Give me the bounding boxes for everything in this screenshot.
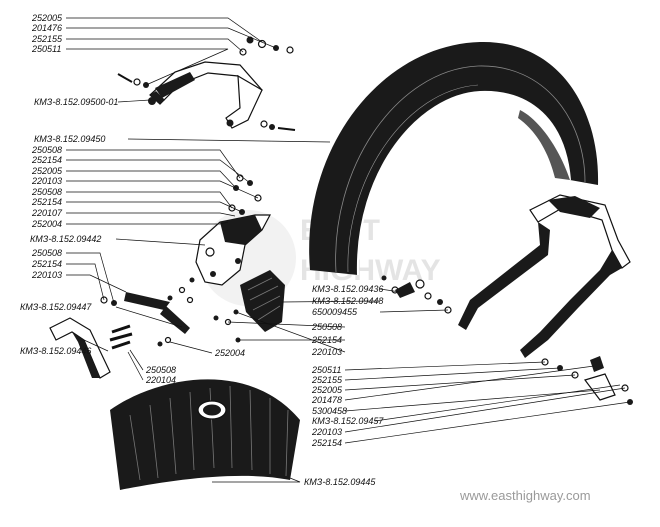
label-cr-3: 250508 [311, 322, 342, 332]
leader-lines [66, 17, 631, 483]
side-frame [458, 194, 631, 358]
label-br-6: 220103 [311, 427, 342, 437]
label-br-2: 252005 [311, 385, 343, 395]
label-low-2: 220103 [31, 270, 62, 280]
lower-brackets [49, 292, 190, 379]
label-cr-0: КМЗ-8.152.09436 [312, 284, 383, 294]
label-201476: 201476 [31, 23, 62, 33]
label-low-0: 250508 [31, 248, 62, 258]
label-bracket-small: КМЗ-8.152.09446 [20, 346, 91, 356]
mid-bracket [195, 214, 271, 286]
label-bracket-low: КМЗ-8.152.09447 [20, 302, 92, 312]
bolt-cluster [109, 324, 172, 350]
label-cr-5: 220103 [311, 347, 342, 357]
label-low-1: 252154 [31, 259, 62, 269]
label-bottom-1: 220104 [145, 375, 176, 385]
label-bracket-top: КМЗ-8.152.09500-01 [34, 97, 118, 107]
site-url: www.easthighway.com [459, 488, 591, 503]
label-br-0: 250511 [311, 365, 341, 375]
label-mid-3: 220103 [31, 176, 62, 186]
label-br-7: 252154 [311, 438, 342, 448]
label-252155: 252155 [31, 34, 63, 44]
reflector-plate [240, 270, 285, 332]
label-cr-4: 252154 [311, 335, 342, 345]
label-fender-main: КМЗ-8.152.09450 [34, 134, 105, 144]
label-bottom-0: 250508 [145, 365, 176, 375]
label-br-3: 201478 [311, 395, 342, 405]
rear-fender [309, 41, 599, 276]
label-252004b: 252004 [214, 348, 245, 358]
label-br-5: КМЗ-8.152.09457 [312, 416, 384, 426]
mud-flap [110, 379, 300, 490]
label-cr-1: КМЗ-8.152.09448 [312, 296, 383, 306]
label-250511: 250511 [31, 44, 61, 54]
label-mid-2: 252005 [31, 166, 63, 176]
label-mid-4: 250508 [31, 187, 62, 197]
label-mid-0: 250508 [31, 145, 62, 155]
label-mid-7: 252004 [31, 219, 62, 229]
label-bracket-mid: КМЗ-8.152.09442 [30, 234, 101, 244]
label-cr-2: 650009455 [312, 307, 358, 317]
right-hardware [381, 275, 633, 405]
label-mid-5: 252154 [31, 197, 62, 207]
label-br-1: 252155 [311, 375, 343, 385]
top-hardware [117, 36, 296, 131]
label-252005: 252005 [31, 13, 63, 23]
label-mid-6: 220107 [31, 208, 63, 218]
label-mid-1: 252154 [31, 155, 62, 165]
top-bracket [148, 61, 263, 129]
label-mudflap: КМЗ-8.152.09445 [304, 477, 376, 487]
label-br-4: 5300458 [312, 406, 347, 416]
part-labels: 252005 201476 252155 250511 КМЗ-8.152.09… [20, 13, 384, 487]
